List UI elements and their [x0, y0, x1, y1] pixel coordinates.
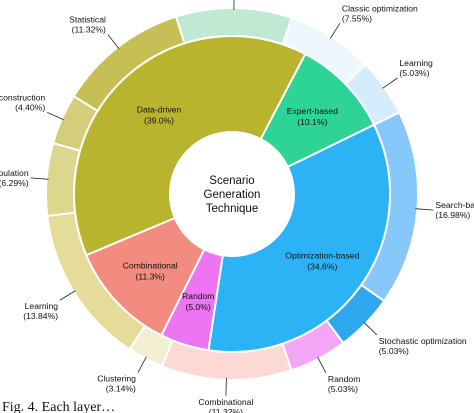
outer-pct-random-2: (5.03%) [328, 384, 358, 394]
outer-label-combinational-3: Combinational [198, 397, 253, 407]
center-label-line-3: Technique [206, 203, 258, 215]
leader-line-population-6 [30, 177, 49, 180]
inner-label-data-driven: Data-driven [137, 105, 182, 115]
inner-pct-expert-based: (10.1%) [297, 117, 327, 127]
outer-pct-classic-optimization-10: (7.55%) [342, 13, 372, 23]
inner-labels: Optimization-based(34.6%) Random(5.0%) Com… [123, 105, 360, 312]
inner-label-expert-based: Expert-based [287, 106, 338, 116]
outer-pct-learning-11: (5.03%) [399, 68, 429, 78]
outer-pct-statistical-8: (11.32%) [72, 25, 106, 35]
outer-pct-population-6: (6.29%) [0, 178, 29, 188]
outer-label-search-based-0: Search-based [435, 200, 474, 210]
outer-label-clustering-4: Clustering [97, 374, 136, 384]
leader-line-reconstruction-7 [47, 112, 64, 121]
leader-line-search-based-0 [415, 208, 434, 211]
leader-line-stochastic-optimization-1 [363, 322, 378, 336]
outer-pct-stochastic-optimization-1: (5.03%) [379, 346, 409, 356]
outer-label-stochastic-optimization-1: Stochastic optimization [379, 336, 467, 346]
outer-pct-reconstruction-7: (4.40%) [15, 102, 45, 112]
figure-caption: Fig. 4. Each layer… [2, 400, 115, 413]
inner-pct-data-driven: (39.0%) [144, 116, 174, 126]
leader-line-combinational-3 [225, 377, 227, 396]
leader-line-learning-11 [382, 77, 398, 89]
inner-pct-combinational: (11.3%) [135, 272, 165, 282]
leader-line-statistical-8 [107, 34, 120, 50]
inner-label-optimization-based: Optimization-based [285, 250, 359, 260]
outer-label-learning-11: Learning [399, 58, 433, 68]
leader-line-classic-optimization-10 [329, 23, 341, 39]
center-label-line-2: Generation [204, 189, 261, 201]
outer-label-population-6: Population [0, 168, 29, 178]
outer-pct-combinational-3: (11.32%) [209, 407, 243, 413]
outer-pct-learning-5: (13.84%) [23, 311, 58, 321]
outer-label-statistical-8: Statistical [69, 15, 106, 25]
outer-pct-search-based-0: (16.98%) [435, 210, 470, 220]
inner-pct-optimization-based: (34.6%) [307, 261, 337, 271]
inner-ring [72, 35, 391, 353]
inner-label-combinational: Combinational [123, 261, 178, 271]
outer-ring [45, 7, 419, 381]
outer-label-classic-optimization-10: Classic optimization [342, 3, 418, 13]
inner-wedge-optimization-based [207, 123, 391, 353]
outer-label-learning-5: Learning [25, 301, 59, 311]
center-label-line-1: Scenario [209, 175, 254, 187]
leader-line-random-2 [317, 356, 327, 373]
outer-label-reconstruction-7: Reconstruction [0, 92, 45, 102]
outer-pct-clustering-4: (3.14%) [106, 384, 136, 394]
leader-line-learning-5 [59, 290, 76, 301]
inner-label-random: Random [182, 291, 214, 301]
leader-line-clustering-4 [137, 356, 147, 373]
center-hole [170, 132, 294, 256]
outer-label-random-2: Random [328, 374, 360, 384]
inner-pct-random: (5.0%) [186, 302, 211, 312]
